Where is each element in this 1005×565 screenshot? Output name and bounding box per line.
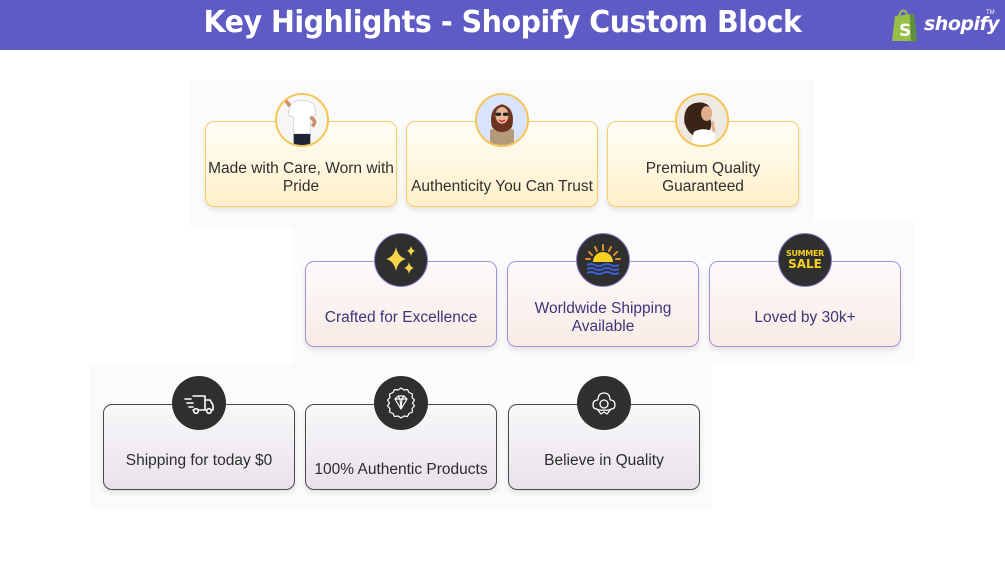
sunrise-waves-icon <box>576 233 630 287</box>
diamond-seal-icon <box>374 376 428 430</box>
card-label: Authenticity You Can Trust <box>411 178 593 195</box>
card-label: Believe in Quality <box>544 452 664 469</box>
highlight-card-loved-by: Loved by 30k+ <box>709 261 901 347</box>
card-label: Premium Quality Guaranteed <box>645 160 761 195</box>
highlight-card-premium-quality: Premium Quality Guaranteed <box>607 121 799 207</box>
photo-woman-sunglasses <box>475 93 529 147</box>
page-title: Key Highlights - Shopify Custom Block <box>203 5 802 40</box>
delivery-truck-icon <box>172 376 226 430</box>
curly-hair-model-image <box>677 95 727 145</box>
summer-sale-text-bottom: SALE <box>788 257 822 271</box>
svg-text:S: S <box>899 21 911 41</box>
highlight-card-authentic-products: 100% Authentic Products <box>305 404 497 490</box>
sparkles-icon <box>374 233 428 287</box>
card-label: Shipping for today $0 <box>125 452 273 469</box>
cotton-flower-icon <box>577 376 631 430</box>
shopify-wordmark: shopify <box>924 13 1000 35</box>
header-bar: Key Highlights - Shopify Custom Block S … <box>0 0 1005 50</box>
photo-woman-white-tshirt <box>275 93 329 147</box>
trademark: TM <box>986 10 995 16</box>
card-label: Worldwide Shipping Available <box>534 300 672 335</box>
card-label: Made with Care, Worn with Pride <box>208 160 394 195</box>
card-label: Crafted for Excellence <box>324 309 478 326</box>
highlight-card-believe-in-quality: Believe in Quality <box>508 404 700 490</box>
shopify-logo: S shopify TM <box>890 7 1000 43</box>
summer-sale-icon: SUMMER SALE <box>778 233 832 287</box>
shopify-bag-icon: S <box>892 9 917 42</box>
photo-woman-curly-hair <box>675 93 729 147</box>
card-label: Loved by 30k+ <box>754 309 856 326</box>
summer-sale-text-top: SUMMER <box>785 249 824 258</box>
sunglasses-model-image <box>477 95 527 145</box>
tshirt-model-image <box>277 95 327 145</box>
card-label: 100% Authentic Products <box>314 461 488 478</box>
